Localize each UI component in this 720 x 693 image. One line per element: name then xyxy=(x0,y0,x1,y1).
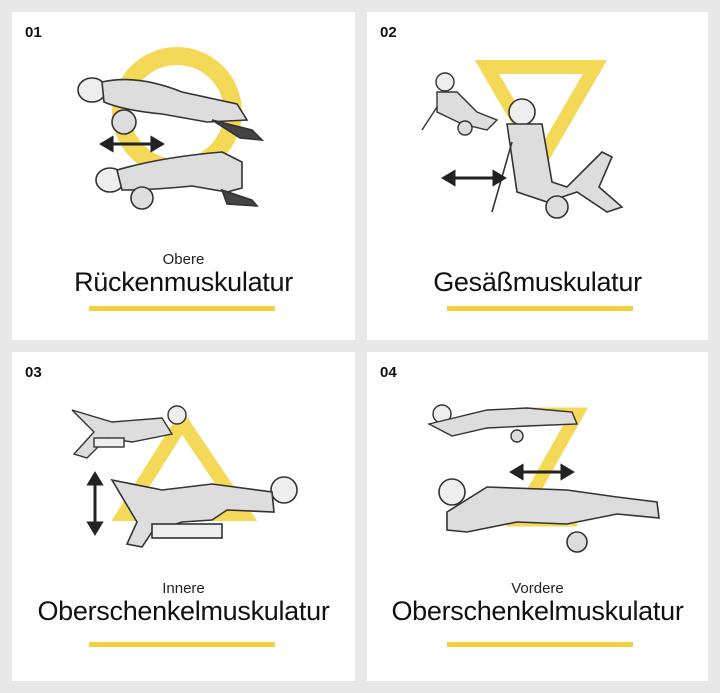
card-title: Gesäßmuskulatur xyxy=(433,267,642,297)
card-upper-back: 01 Obere Rück xyxy=(12,12,355,340)
glutes-exercise-illustration xyxy=(421,60,624,219)
accent-underline xyxy=(447,306,633,311)
horizontal-arrow-icon xyxy=(509,463,575,481)
card-number: 01 xyxy=(25,24,42,41)
card-number: 04 xyxy=(380,364,397,381)
card-glutes: 02 Gesäßmuskulatur xyxy=(367,12,708,340)
card-inner-thigh: 03 Innere Oberschenkelmuskulatur xyxy=(12,352,355,681)
accent-underline xyxy=(447,642,633,647)
accent-underline xyxy=(89,642,275,647)
inner-thigh-exercise-illustration xyxy=(71,405,298,548)
upper-back-exercise-illustration xyxy=(77,47,265,210)
card-number: 03 xyxy=(25,364,42,381)
card-number: 02 xyxy=(380,24,397,41)
vertical-arrow-icon xyxy=(86,471,104,536)
card-subtitle: Vordere xyxy=(511,580,564,597)
accent-underline xyxy=(89,306,275,311)
card-subtitle: Innere xyxy=(162,580,205,597)
horizontal-arrow-icon xyxy=(99,135,165,153)
card-front-thigh: 04 Vordere Oberschenkelmuskulatur xyxy=(367,352,708,681)
card-title: Rückenmuskulatur xyxy=(74,267,293,297)
horizontal-arrow-icon xyxy=(441,169,507,187)
card-title: Oberschenkelmuskulatur xyxy=(391,596,684,626)
front-thigh-exercise-illustration xyxy=(427,404,660,553)
card-title: Oberschenkelmuskulatur xyxy=(37,596,330,626)
card-subtitle: Obere xyxy=(162,251,205,268)
